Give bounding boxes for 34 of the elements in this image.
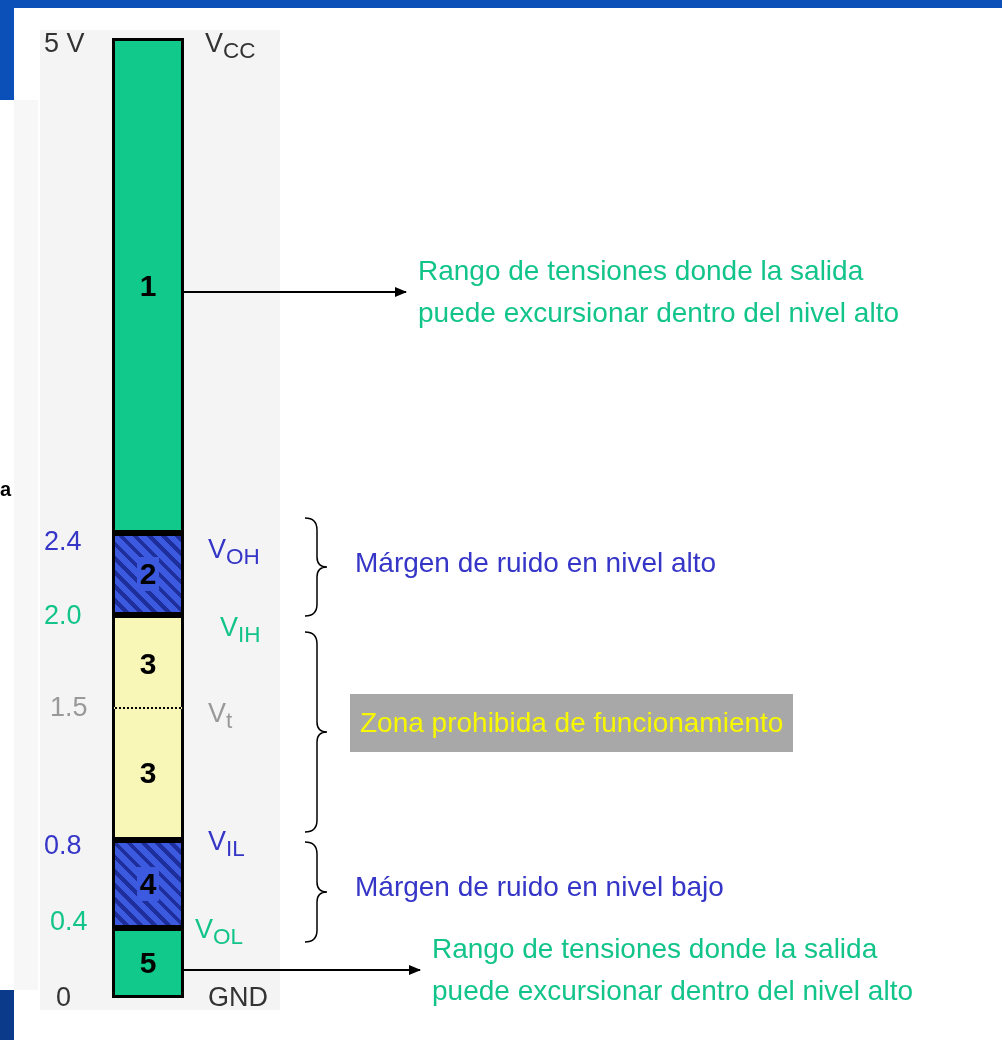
voltage-label: 0.4	[50, 906, 88, 937]
highlighted-caption: Zona prohibida de funcionamiento	[350, 694, 794, 752]
voltage-band	[112, 615, 184, 709]
band-number: 1	[139, 268, 157, 303]
voltage-band	[112, 928, 184, 998]
voltage-band	[112, 707, 184, 840]
hatched-level-band	[112, 533, 184, 615]
annotation-text: Rango de tensiones donde la salida puede excursionar dentro del nivel alto	[432, 928, 942, 1012]
arrow	[183, 287, 407, 297]
voltage-band	[112, 38, 184, 533]
band-number: 4	[136, 867, 160, 901]
annotation-text: Márgen de ruido en nivel bajo	[355, 866, 795, 908]
annotation-text: Rango de tensiones donde la salida puede excursionar dentro del nivel alto	[418, 250, 918, 334]
text-fragment: a	[0, 478, 12, 501]
band-number: 3	[139, 646, 157, 681]
voltage-label: 2.4	[44, 526, 82, 557]
band-number: 3	[139, 756, 157, 790]
band-number: 5	[139, 946, 157, 980]
signal-label: V$_{CC}$	[205, 28, 256, 65]
voltage-label: 1.5	[50, 692, 88, 723]
signal-label: V$_{OH}$	[208, 534, 260, 571]
voltage-label: 0	[56, 982, 72, 1013]
voltage-label: 5 V	[44, 28, 85, 59]
voltage-label: 0.8	[44, 830, 82, 861]
voltage-label: 2.0	[44, 600, 82, 631]
signal-label: V$_{IL}$	[208, 826, 245, 863]
annotation-text: Márgen de ruido en nivel alto	[355, 542, 795, 584]
signal-label: GND	[208, 982, 268, 1013]
band-number: 2	[136, 557, 160, 591]
signal-label: V$_{IH}$	[220, 612, 261, 649]
signal-label: V$_{t}$	[208, 698, 233, 735]
signal-label: V$_{OL}$	[195, 914, 244, 951]
hatched-level-band	[112, 840, 184, 928]
arrow	[183, 965, 421, 975]
